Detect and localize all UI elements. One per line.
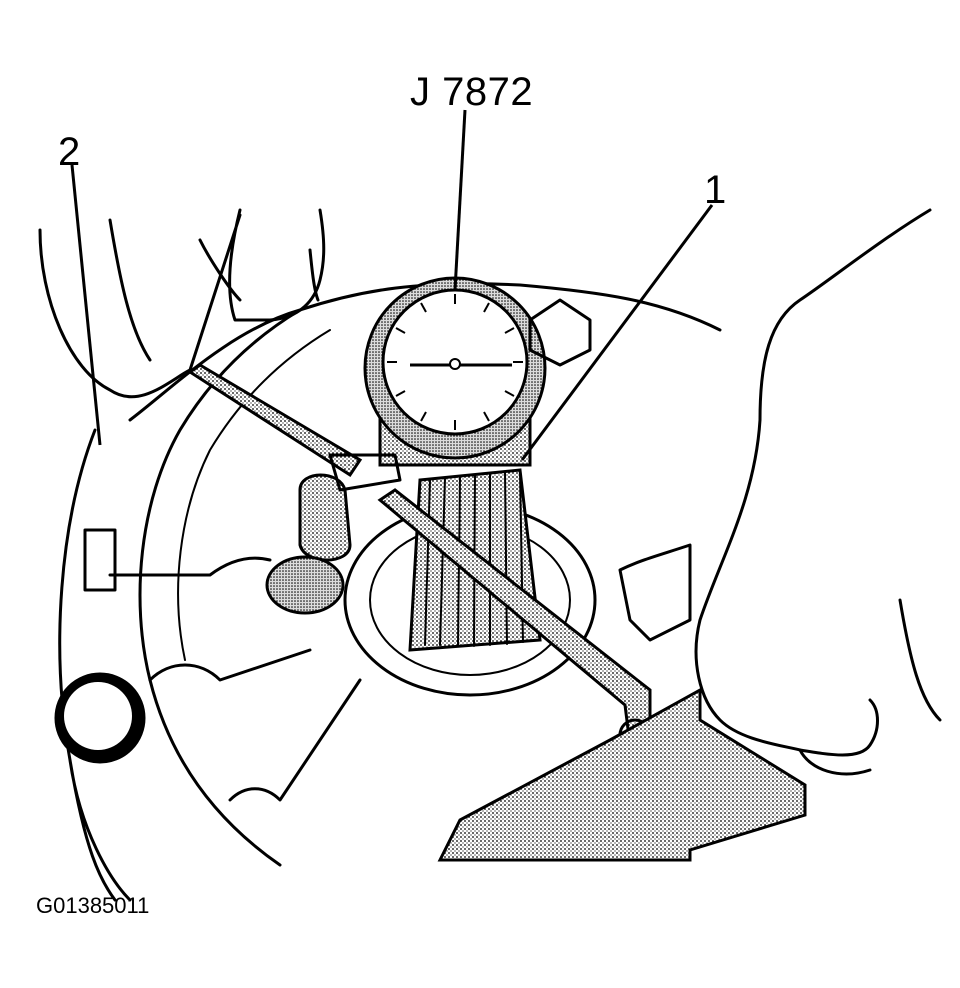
figure-id: G01385011: [36, 893, 150, 918]
callout-1-leader: [520, 204, 714, 461]
tool-label: J 7872: [410, 70, 534, 114]
clamp-block: [298, 473, 352, 562]
callout-2: 2: [58, 130, 81, 174]
mounting-bracket: [437, 687, 807, 862]
callout-2-leader: [70, 164, 102, 446]
clamp-knob: [265, 555, 345, 615]
left-hand: [38, 208, 326, 399]
housing-bolt: [528, 298, 592, 367]
dial-ticks: [387, 294, 523, 430]
right-hand: [694, 208, 942, 776]
housing-rim: [128, 282, 722, 422]
housing-outline: [58, 428, 132, 902]
indicator-mounting-bar: [187, 363, 363, 478]
housing-inner-ring: [138, 308, 302, 867]
tool-leader-line: [453, 109, 467, 291]
callout-1: 1: [704, 168, 727, 212]
